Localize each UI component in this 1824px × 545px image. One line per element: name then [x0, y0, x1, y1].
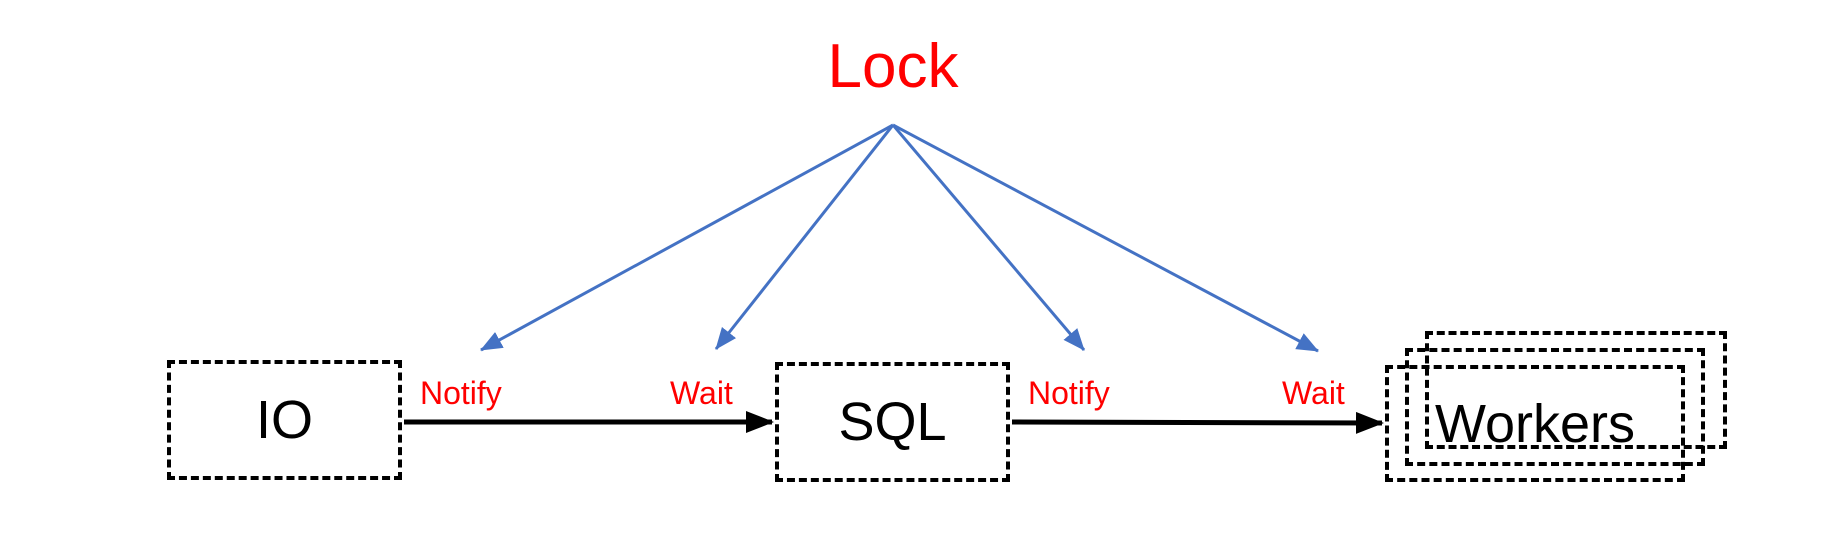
lock-arrows	[480, 123, 1319, 353]
edge-label-wait-2: Wait	[1282, 375, 1345, 411]
node-io: IO	[167, 360, 402, 480]
node-sql: SQL	[775, 362, 1010, 482]
lock-label: Lock	[827, 32, 959, 101]
node-sql-label: SQL	[838, 392, 947, 452]
flow-arrows	[404, 411, 1384, 434]
lock-arrow-to-notify-1	[480, 123, 894, 352]
node-workers-label: Workers	[1434, 393, 1636, 454]
lock-arrow-to-wait-2	[892, 123, 1319, 353]
node-workers: Workers	[1385, 365, 1685, 482]
workers-stack-back	[1425, 331, 1727, 449]
workers-stack-middle	[1405, 348, 1705, 466]
node-io-label: IO	[255, 390, 313, 450]
edge-label-notify-2: Notify	[1028, 375, 1110, 411]
lock-arrow-to-notify-2	[891, 124, 1086, 351]
lock-arrow-to-wait-1	[714, 124, 895, 350]
edge-label-notify-1: Notify	[420, 375, 502, 411]
flow-arrow-sql-to-workers	[1011, 411, 1384, 434]
edge-label-wait-1: Wait	[670, 375, 733, 411]
